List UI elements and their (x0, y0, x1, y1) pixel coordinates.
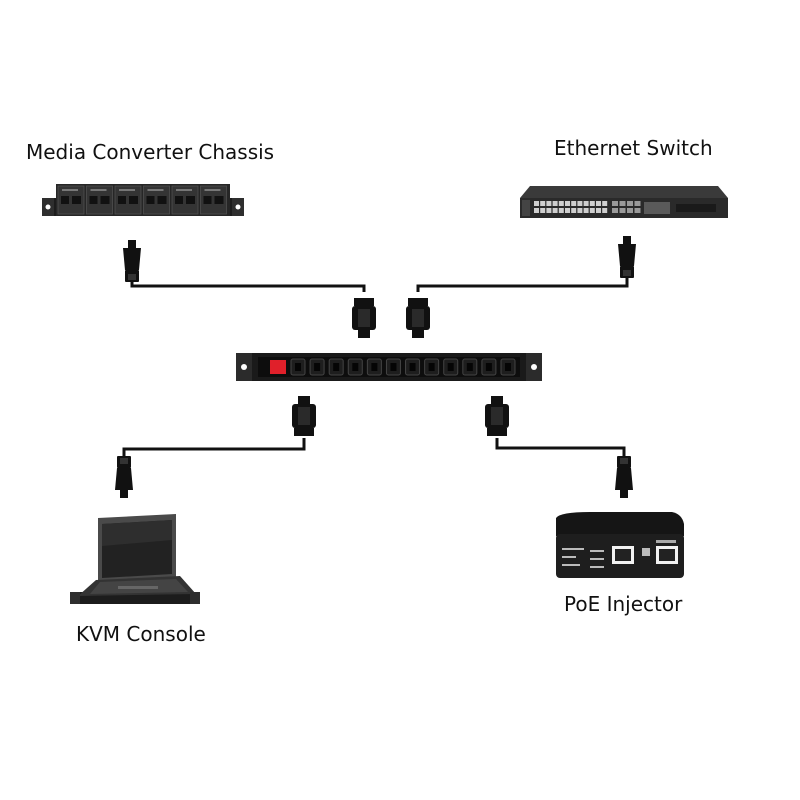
switch-sfp-port (627, 208, 633, 213)
switch-port (571, 208, 577, 213)
converter-card (114, 185, 142, 215)
poe-injector-device (556, 512, 684, 578)
cable-poe-injector (495, 438, 626, 456)
switch-sfp-port (619, 201, 626, 206)
power-cables (122, 272, 629, 456)
pdu-outlets (290, 358, 516, 376)
plug-pdu-left-bottom (292, 396, 316, 436)
pdu-outlet (366, 358, 382, 376)
switch-port (596, 201, 601, 206)
plug-pdu-right-bottom (485, 396, 509, 436)
converter-card (171, 185, 199, 215)
switch-ports (534, 201, 641, 213)
pdu-outlet (309, 358, 325, 376)
switch-sfp-port (634, 201, 641, 206)
plug-pdu-right-top (406, 298, 430, 338)
switch-port (583, 208, 589, 213)
switch-port (602, 208, 608, 213)
plug-media-converter (123, 240, 141, 282)
switch-port (546, 201, 552, 206)
switch-port (577, 208, 583, 213)
kvm-console-label: KVM Console (76, 622, 206, 646)
cable-media-converter (130, 280, 366, 292)
switch-sfp-port (627, 201, 633, 206)
switch-port (589, 201, 595, 206)
switch-sfp-port (634, 208, 641, 213)
switch-sfp-port (612, 201, 618, 206)
cable-kvm-console (122, 438, 306, 456)
plug-kvm-console (115, 456, 133, 498)
switch-port (589, 208, 595, 213)
pdu-power-strip (236, 353, 542, 381)
switch-port (577, 201, 583, 206)
pdu-outlet (385, 358, 401, 376)
pdu-outlet (424, 358, 440, 376)
switch-port (540, 201, 546, 206)
switch-sfp-port (612, 208, 618, 213)
cable-ethernet-switch (416, 272, 629, 292)
switch-port (552, 201, 558, 206)
media-converter-slots (57, 185, 227, 215)
pdu-outlet (481, 358, 497, 376)
pdu-outlet (328, 358, 344, 376)
pdu-outlet (443, 358, 459, 376)
switch-port (558, 201, 564, 206)
pdu-power-switch (270, 360, 286, 374)
switch-port (565, 208, 570, 213)
pdu-outlet (290, 358, 306, 376)
pdu-outlet (462, 358, 478, 376)
pdu-outlet (347, 358, 363, 376)
ethernet-switch-label: Ethernet Switch (554, 136, 713, 160)
switch-port (546, 208, 552, 213)
pdu-outlet (500, 358, 516, 376)
switch-sfp-port (619, 208, 626, 213)
switch-port (596, 208, 601, 213)
poe-injector-label: PoE Injector (564, 592, 683, 616)
converter-card (57, 185, 85, 215)
converter-card (200, 185, 227, 215)
media-converter-chassis-device (42, 184, 244, 216)
switch-port (571, 201, 577, 206)
switch-port (534, 201, 539, 206)
switch-port (540, 208, 546, 213)
switch-port (602, 201, 608, 206)
pdu-outlet (405, 358, 421, 376)
converter-card (86, 185, 113, 215)
switch-port (534, 208, 539, 213)
switch-port (583, 201, 589, 206)
switch-port (552, 208, 558, 213)
switch-port (558, 208, 564, 213)
kvm-console-device (70, 514, 200, 604)
media-converter-chassis-label: Media Converter Chassis (26, 140, 275, 164)
plug-pdu-left-top (352, 298, 376, 338)
converter-card (143, 185, 170, 215)
plug-poe-injector (615, 456, 633, 498)
plug-ethernet-switch (618, 236, 636, 278)
ethernet-switch-device (520, 186, 728, 218)
switch-port (565, 201, 570, 206)
